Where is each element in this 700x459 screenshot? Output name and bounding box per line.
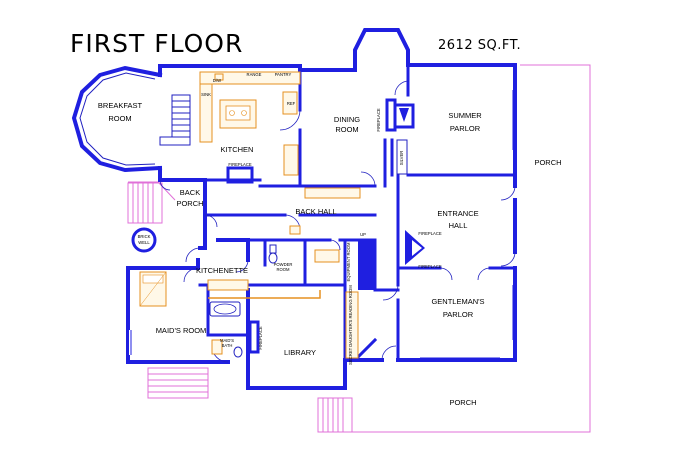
label-back-porch: PORCH bbox=[176, 199, 203, 208]
entrance-fireplace: FIREPLACE FIREPLACE bbox=[405, 230, 442, 269]
area-label: 2612 SQ.FT. bbox=[438, 38, 521, 53]
label-summer-parlor: PARLOR bbox=[450, 124, 481, 133]
kitchen-fireplace-label: FIREPLACE bbox=[228, 162, 251, 167]
equipment-block bbox=[358, 240, 374, 290]
svg-text:FIREPLACE: FIREPLACE bbox=[418, 231, 441, 236]
label-reading-room: SECRET DAUGHTER'S READING ROOM bbox=[348, 285, 353, 365]
label-powder: POWDER bbox=[274, 262, 293, 267]
label-well: WELL bbox=[138, 240, 150, 245]
label-gentlemans: GENTLEMAN'S bbox=[431, 297, 484, 306]
up-label: UP bbox=[360, 232, 366, 237]
label-kitchen: KITCHEN bbox=[221, 145, 254, 154]
range-label: RANGE bbox=[247, 72, 262, 77]
label-entrance: ENTRANCE bbox=[437, 209, 478, 218]
label-dining-room: ROOM bbox=[335, 125, 358, 134]
svg-text:FIREPLACE: FIREPLACE bbox=[418, 264, 441, 269]
maids-bed bbox=[139, 271, 167, 307]
back-steps bbox=[127, 182, 163, 224]
label-summer: SUMMER bbox=[448, 111, 482, 120]
brick-well bbox=[131, 227, 157, 253]
label-back-hall: BACK HALL bbox=[295, 207, 336, 216]
dining-fireplace: FIREPLACE bbox=[376, 98, 415, 132]
label-maids-bath: BATH bbox=[222, 343, 233, 348]
pantry-label: PANTRY bbox=[275, 72, 292, 77]
label-dining: DINING bbox=[334, 115, 360, 124]
staircase bbox=[159, 94, 191, 146]
label-back: BACK bbox=[180, 188, 200, 197]
windows bbox=[129, 90, 514, 359]
label-kitchenette: KITCHENETTE bbox=[196, 266, 248, 275]
breakfast-bay-walls bbox=[71, 65, 163, 173]
door-swings bbox=[159, 80, 516, 363]
library-fixtures: FIREPLACE bbox=[207, 279, 321, 354]
exterior-walls bbox=[126, 28, 517, 390]
fridge bbox=[282, 91, 298, 115]
label-entrance-hall: HALL bbox=[449, 221, 468, 230]
sink-label: SINK bbox=[201, 92, 211, 97]
label-gentlemans-parlor: PARLOR bbox=[443, 310, 474, 319]
dw-label: D/W bbox=[213, 78, 221, 83]
maids-bath-fixtures bbox=[209, 301, 243, 358]
plan-title: FIRST FLOOR bbox=[70, 29, 243, 58]
kitchen-fireplace bbox=[226, 166, 254, 184]
label-porch-south: PORCH bbox=[449, 398, 476, 407]
label-equipment-room: EQUIPMENT ROOM bbox=[346, 242, 351, 282]
label-brick: BRICK bbox=[138, 234, 151, 239]
label-breakfast: BREAKFAST bbox=[98, 101, 143, 110]
label-powder-room: ROOM bbox=[276, 267, 290, 272]
label-library: LIBRARY bbox=[284, 348, 316, 357]
front-steps bbox=[317, 397, 353, 433]
label-silver: SILVER bbox=[399, 151, 404, 166]
ref-label: REF bbox=[287, 101, 296, 106]
svg-text:FIREPLACE: FIREPLACE bbox=[376, 108, 381, 131]
silver-closet bbox=[396, 139, 408, 175]
reading-room bbox=[345, 291, 359, 359]
room-labels: BREAKFAST ROOM KITCHEN DINING ROOM SUMME… bbox=[98, 101, 562, 407]
maids-steps bbox=[147, 367, 209, 399]
label-maids: MAID'S bbox=[220, 338, 234, 343]
back-hall-bench bbox=[304, 187, 361, 199]
kitchen-fixtures: REF D/W RANGE SINK PANTRY FIREPLACE bbox=[199, 71, 301, 184]
powder-room-fixtures bbox=[268, 225, 340, 264]
porch-outlines bbox=[127, 64, 591, 433]
label-maids-room: MAID'S ROOM bbox=[156, 326, 207, 335]
label-breakfast-room: ROOM bbox=[108, 114, 131, 123]
label-porch-east: PORCH bbox=[534, 158, 561, 167]
svg-text:FIREPLACE: FIREPLACE bbox=[258, 326, 263, 349]
